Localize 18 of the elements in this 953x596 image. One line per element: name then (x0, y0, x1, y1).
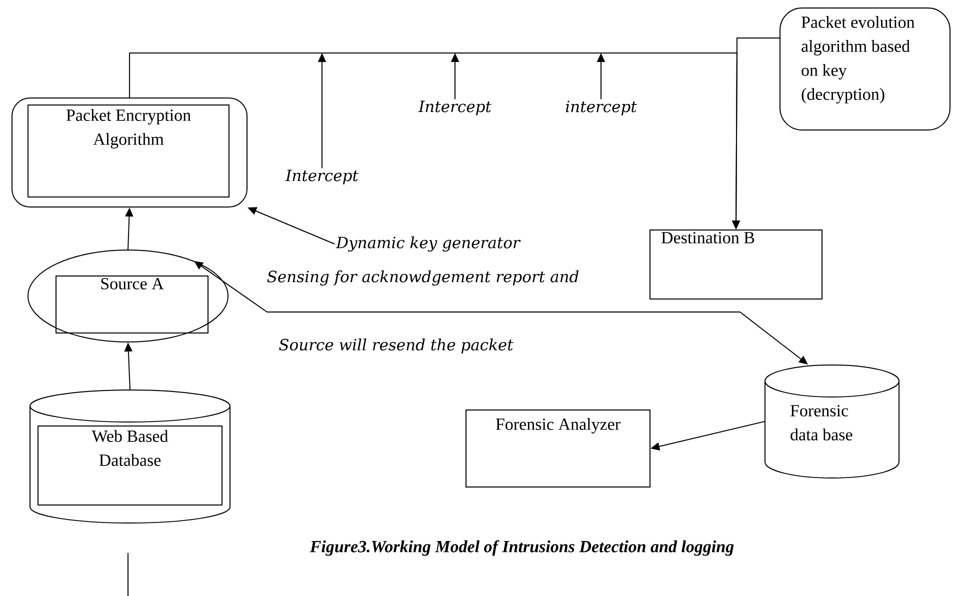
text-label: Intercept (285, 170, 358, 184)
process-box: Forensic Analyzer (466, 410, 650, 488)
rounded-box: Packet evolution algorithm based on key (decryption) (780, 8, 950, 130)
process-box: Destination B (650, 230, 822, 300)
ellipse (28, 250, 228, 342)
rounded-box (12, 98, 248, 208)
text-label: Source will resend the packet (279, 338, 514, 354)
text-label: Intercept (418, 100, 492, 116)
text-label: Sensing for acknowdgement report and (267, 270, 579, 286)
node-label: Forensic data base (790, 404, 852, 440)
text-label: intercept (566, 100, 637, 116)
database-cylinder: Forensic data base (764, 364, 900, 478)
text-label: Dynamic key generator (336, 236, 521, 252)
caption: Figure3.Working Model of Intrusions Detection and logging (310, 540, 734, 556)
database-cylinder (30, 390, 230, 524)
process-box: Web Based Database (38, 426, 222, 506)
process-box: Packet Encryption Algorithm (28, 104, 230, 198)
process-box: Source A (56, 276, 208, 334)
